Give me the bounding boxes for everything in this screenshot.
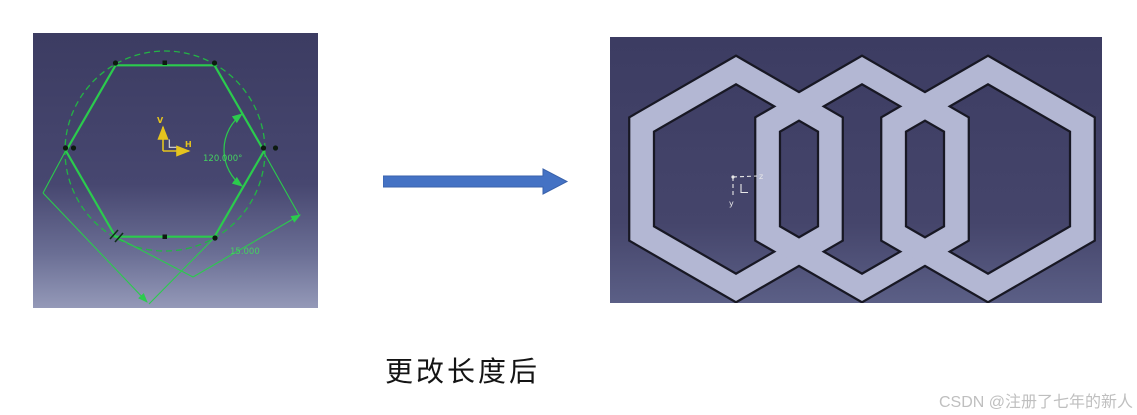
length-dimension-text: 15.000	[230, 247, 260, 257]
y-axis-label: y	[729, 199, 734, 208]
z-axis-label: z	[759, 172, 763, 181]
hatch-constraint-icon	[109, 229, 124, 243]
transition-arrow-icon	[383, 168, 569, 195]
hex-rings	[628, 54, 1096, 303]
plane-corner-icon	[168, 139, 177, 148]
angle-dimension-text: 120.000°	[203, 154, 242, 164]
plane-corner-icon	[740, 184, 748, 194]
vertex-constraint-dots	[62, 60, 279, 241]
csdn-watermark: CSDN @注册了七年的新人	[938, 394, 1133, 411]
caption-text: 更改长度后	[385, 357, 541, 388]
sketch-background	[33, 33, 318, 308]
h-axis-label: H	[185, 140, 192, 149]
catia-sketch-view: 120.000° 15.000 V H	[33, 33, 318, 308]
v-axis-label: V	[157, 116, 164, 125]
construction-lines	[42, 150, 301, 305]
angle-dim-arc	[223, 113, 243, 187]
right-arrow-shape	[383, 168, 569, 195]
length-dim-line	[192, 214, 301, 278]
result-axis-icon: z y	[729, 172, 763, 208]
catia-pad-view: z y	[610, 37, 1102, 303]
sketch-axis-icon: V H	[157, 116, 192, 157]
